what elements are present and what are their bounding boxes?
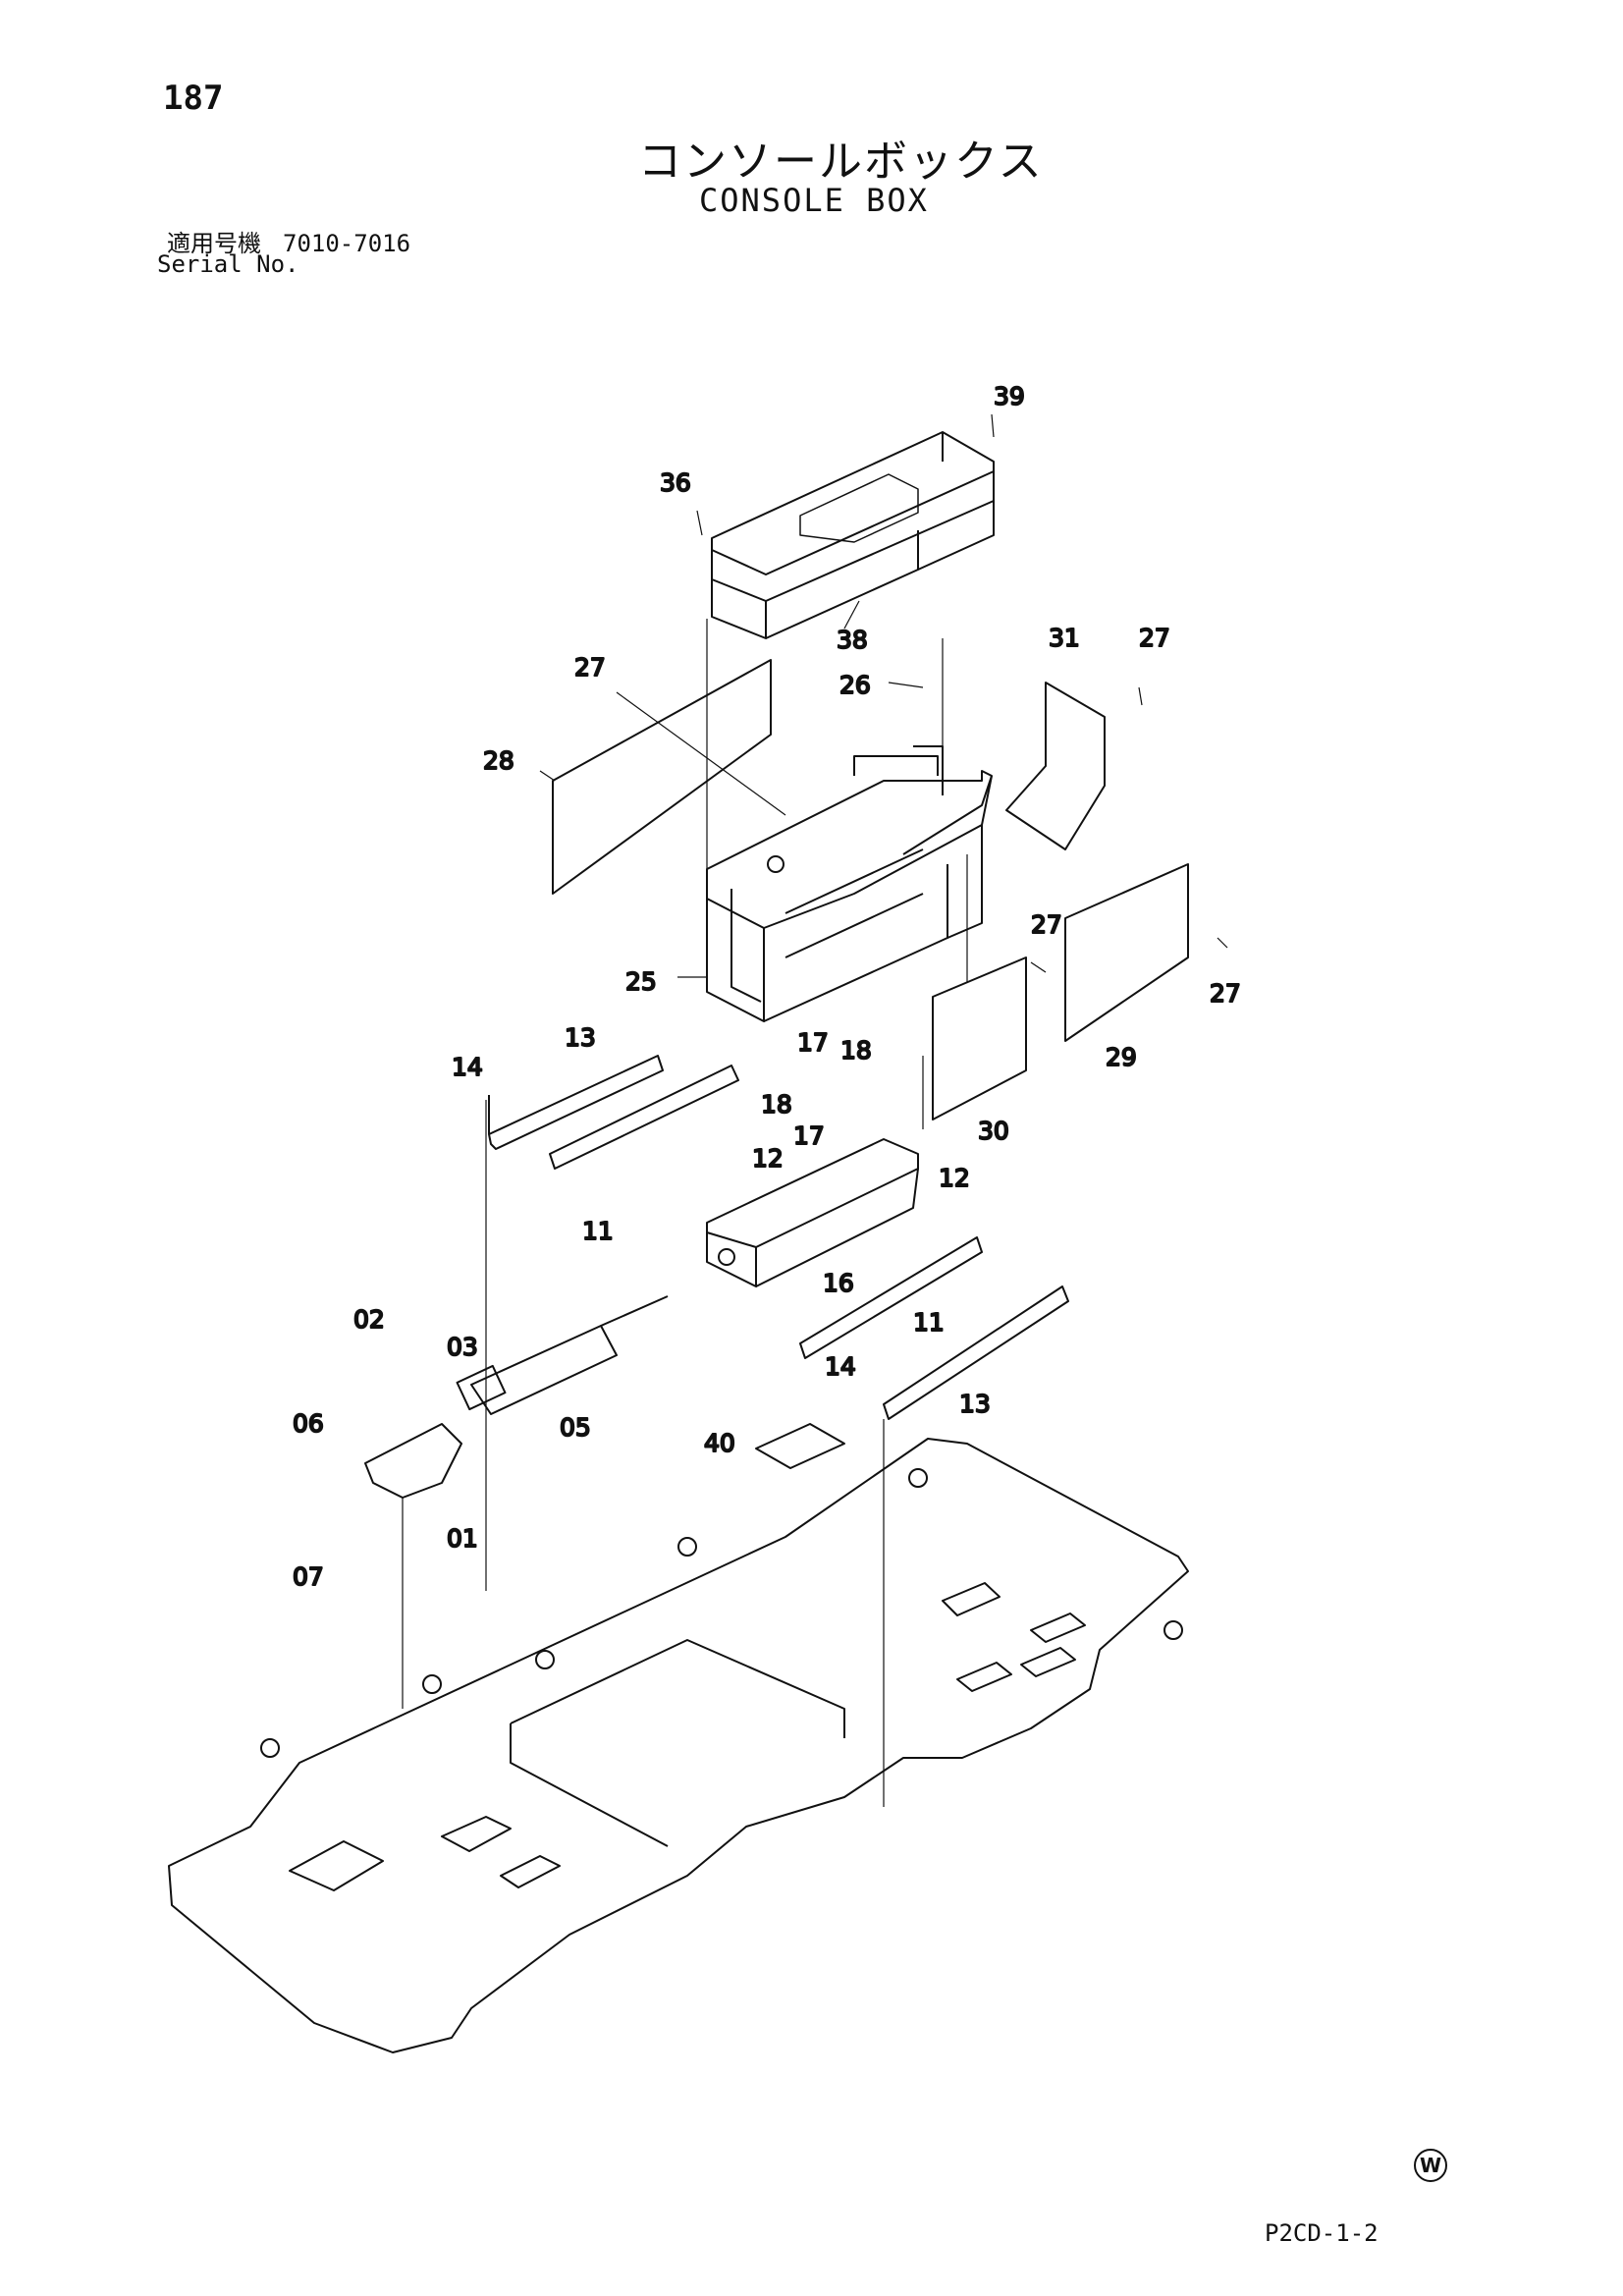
callout-18b: 18 — [761, 1090, 792, 1119]
serial-label-en: Serial No. — [157, 250, 299, 278]
tilt-lever-part — [364, 1295, 669, 1499]
callout-17a: 17 — [797, 1028, 829, 1057]
callout-25: 25 — [625, 967, 657, 996]
callout-13b: 13 — [959, 1390, 991, 1418]
callout-27d: 27 — [1210, 979, 1241, 1008]
serial-label-jp: 適用号機 — [167, 230, 261, 257]
cover-plate-part — [755, 1423, 845, 1469]
callout-31: 31 — [1049, 624, 1080, 652]
side-panel-right-front-part — [1064, 863, 1189, 1042]
rail-left-part — [488, 1055, 664, 1150]
callout-01: 01 — [447, 1524, 478, 1553]
callout-38: 38 — [837, 626, 868, 654]
callout-02: 02 — [353, 1305, 385, 1334]
page-number: 187 — [163, 79, 224, 118]
callout-05: 05 — [560, 1413, 591, 1442]
base-plate-part — [168, 1438, 1189, 2053]
callout-18a: 18 — [840, 1036, 872, 1065]
leader-lines — [402, 413, 1228, 1807]
rail-right-part — [883, 1285, 1069, 1420]
side-panel-right-rear-part — [1005, 682, 1106, 850]
callout-17b: 17 — [793, 1121, 825, 1150]
callout-06: 06 — [293, 1409, 324, 1438]
page-code: P2CD-1-2 — [1265, 2219, 1379, 2247]
callout-27b: 27 — [574, 653, 606, 682]
callout-26: 26 — [839, 671, 871, 699]
inner-support-part — [706, 1138, 919, 1287]
callout-40: 40 — [704, 1429, 735, 1457]
slide-bracket-left-part — [549, 1065, 739, 1170]
callout-07: 07 — [293, 1562, 324, 1591]
callout-12a: 12 — [752, 1144, 784, 1173]
callout-11b: 11 — [913, 1308, 945, 1337]
callout-39: 39 — [994, 382, 1025, 410]
callout-11a: 11 — [582, 1217, 614, 1245]
side-panel-left-part — [552, 659, 772, 895]
callout-14b: 14 — [825, 1352, 856, 1381]
serial-applicable-row: 適用号機 7010-7016 — [167, 224, 432, 258]
callout-13a: 13 — [565, 1023, 596, 1052]
callout-03: 03 — [447, 1333, 478, 1361]
console-frame-part — [706, 745, 993, 1022]
title-japanese: コンソールボックス — [638, 137, 1044, 187]
callout-30: 30 — [978, 1117, 1009, 1145]
w-mark-icon: W — [1414, 2149, 1447, 2182]
callout-labels: 39 36 38 31 27 27 26 28 25 27 27 29 30 1… — [292, 381, 1242, 1592]
callout-28: 28 — [483, 746, 514, 775]
top-cover-part — [711, 431, 995, 639]
callout-16: 16 — [823, 1269, 854, 1297]
callout-27a: 27 — [1139, 624, 1170, 652]
callout-29: 29 — [1106, 1043, 1137, 1071]
callout-14a: 14 — [452, 1053, 483, 1081]
title-english: CONSOLE BOX — [699, 182, 929, 219]
callout-27c: 27 — [1031, 910, 1062, 939]
callout-36: 36 — [660, 468, 691, 497]
slide-bracket-right-part — [799, 1236, 983, 1359]
callout-12b: 12 — [939, 1164, 970, 1192]
side-panel-bottom-part — [932, 957, 1027, 1121]
serial-range: 7010-7016 — [283, 230, 411, 257]
